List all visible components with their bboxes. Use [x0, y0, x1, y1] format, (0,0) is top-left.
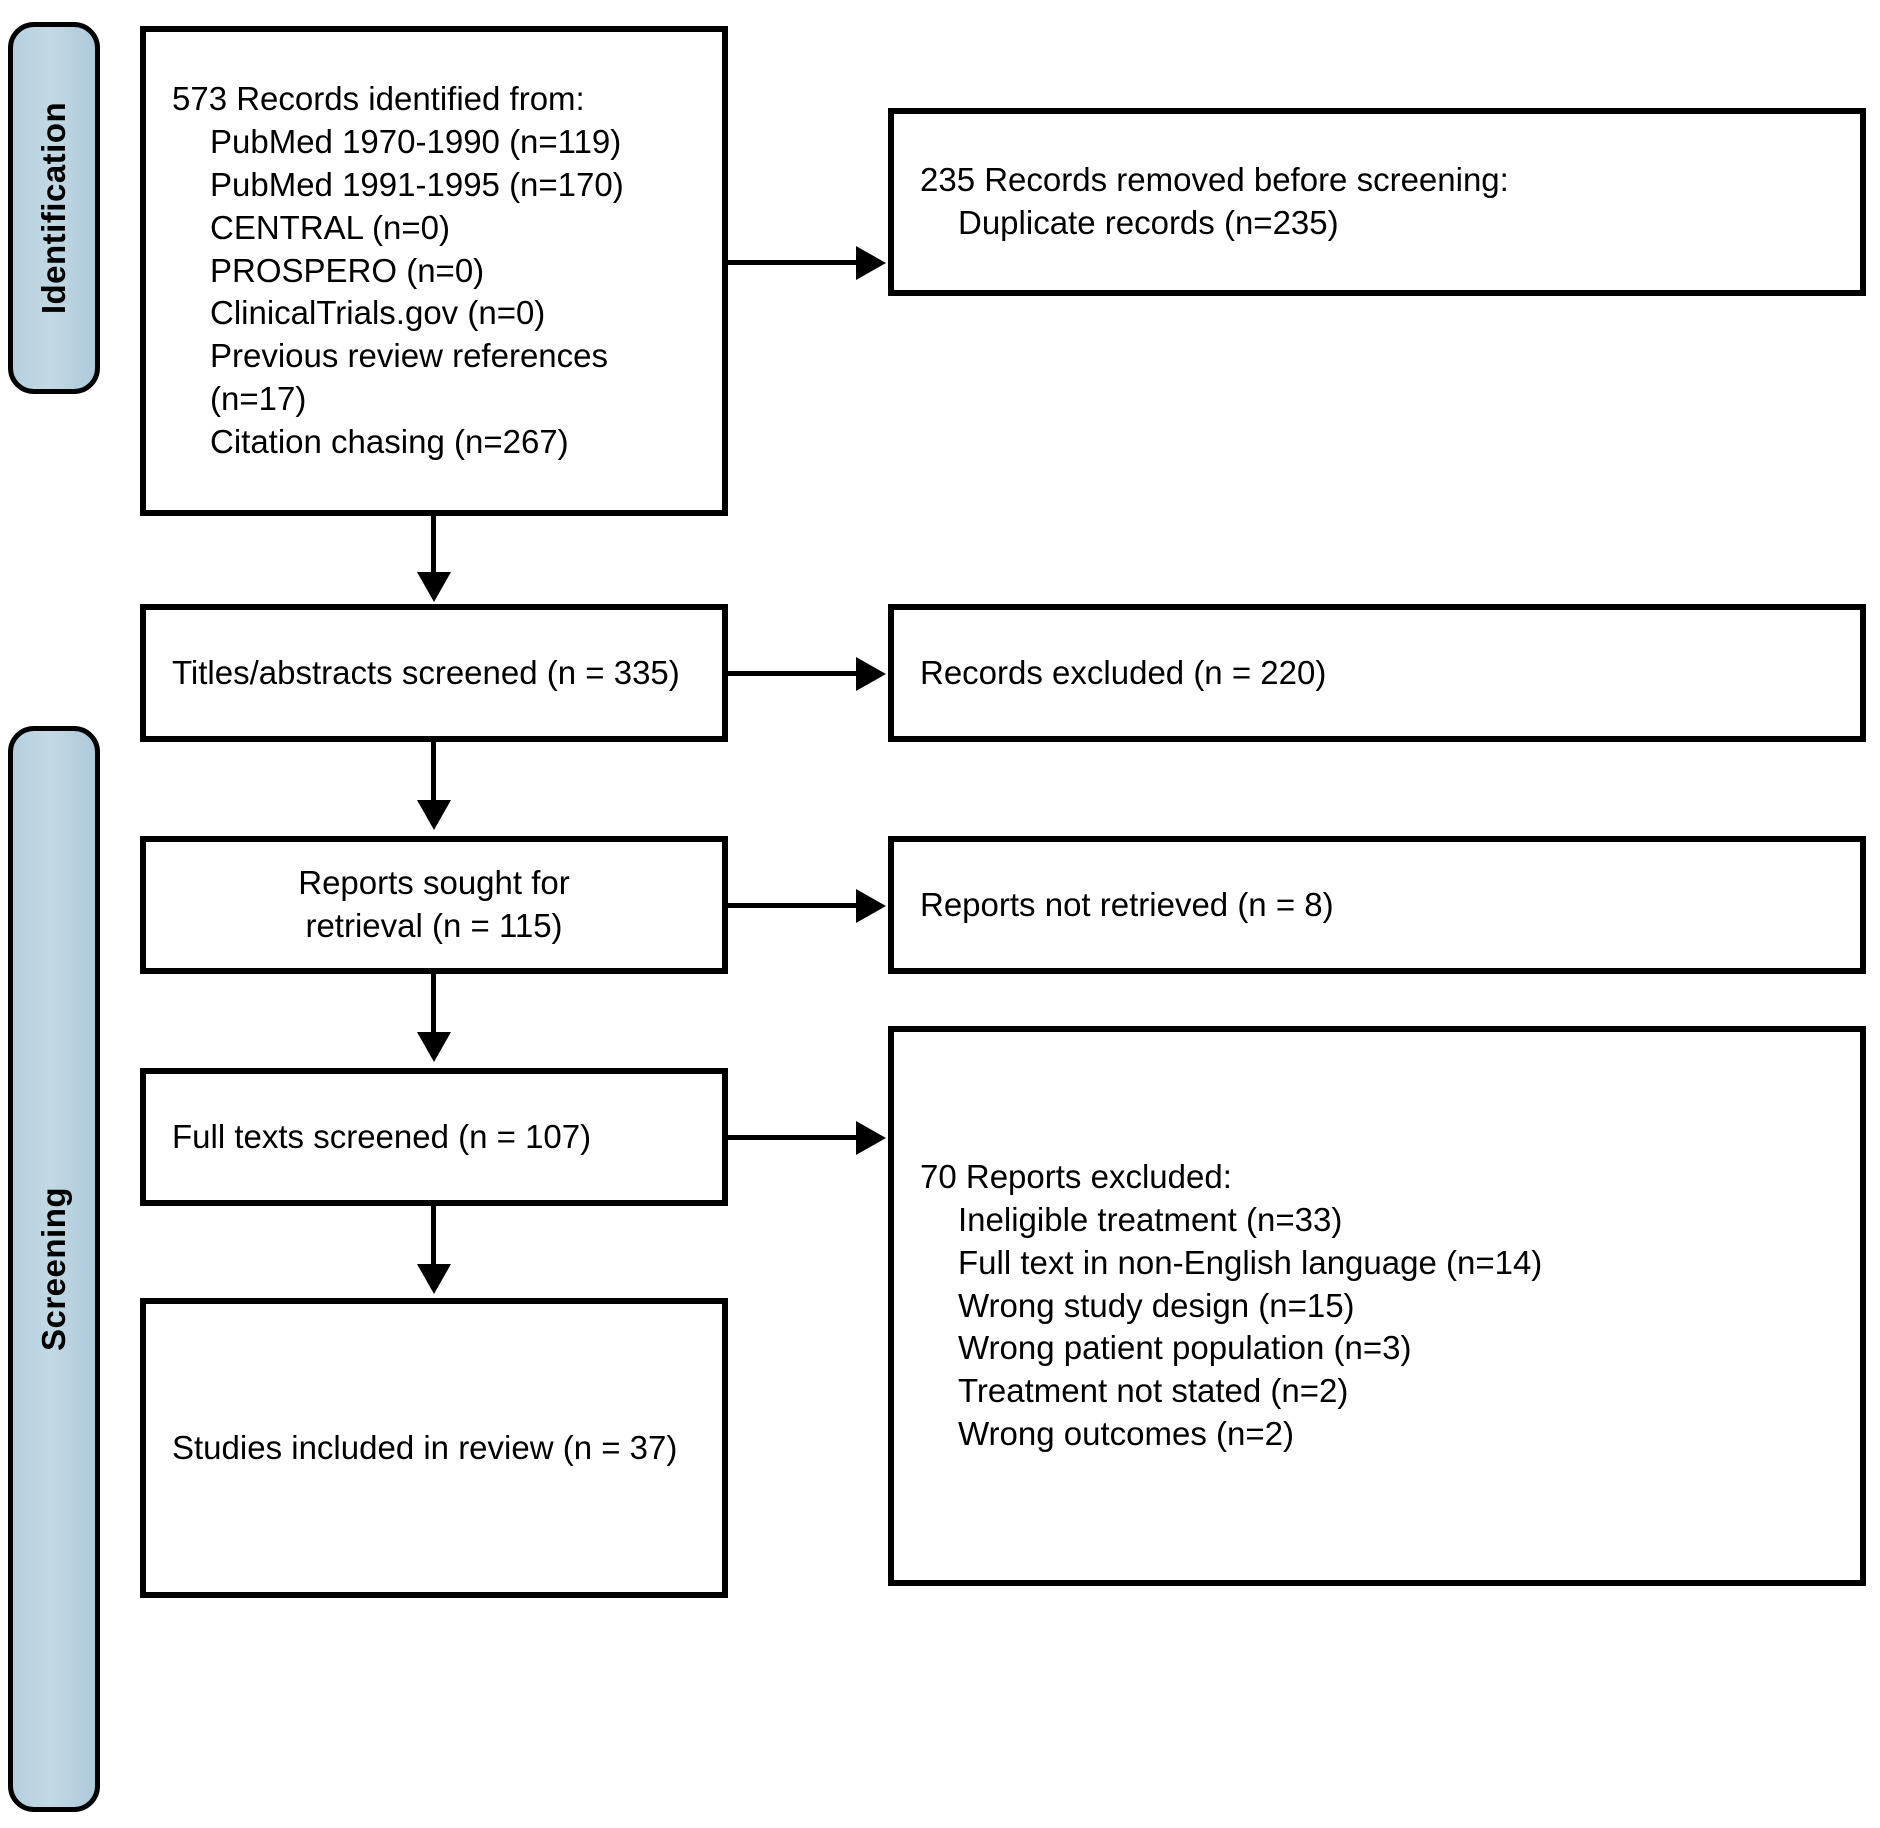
- arrow-head-identified-to-titles: [417, 572, 451, 602]
- reports-excluded-reason-non-english: Full text in non-English language (n=14): [958, 1243, 1543, 1281]
- connector-titles-to-reports-sought-line: [431, 742, 436, 802]
- titles-abstracts-screened-label: Titles/abstracts screened (n = 335): [172, 653, 680, 691]
- connector-full-texts-to-studies-included-line: [431, 1206, 436, 1266]
- records-identified-source-previous-review: Previous review references (n=17): [210, 337, 608, 418]
- records-identified-source-citation-chasing: Citation chasing (n=267): [210, 423, 569, 461]
- arrow-head-reports-sought-to-full-texts: [417, 1032, 451, 1062]
- box-studies-included-in-review: Studies included in review (n = 37): [140, 1298, 728, 1598]
- arrow-head-reports-sought-to-not-retrieved: [856, 889, 886, 923]
- arrow-head-full-texts-to-reports-excluded: [856, 1121, 886, 1155]
- box-titles-abstracts-screened-text: Titles/abstracts screened (n = 335): [172, 652, 696, 695]
- box-reports-not-retrieved: Reports not retrieved (n = 8): [888, 836, 1866, 974]
- box-records-removed-text: 235 Records removed before screening: Du…: [920, 159, 1834, 245]
- reports-excluded-lead: 70 Reports excluded:: [920, 1157, 1232, 1195]
- records-identified-lead: 573 Records identified from:: [172, 79, 585, 117]
- connector-titles-to-records-excluded-line: [726, 671, 856, 676]
- reports-excluded-reason-ineligible-treatment: Ineligible treatment (n=33): [958, 1200, 1343, 1238]
- reports-sought-line-2: retrieval (n = 115): [305, 907, 563, 944]
- box-full-texts-screened-text: Full texts screened (n = 107): [172, 1116, 696, 1159]
- stage-bar-screening: Screening: [8, 726, 100, 1812]
- box-records-excluded: Records excluded (n = 220): [888, 604, 1866, 742]
- records-identified-source-central: CENTRAL (n=0): [210, 208, 450, 246]
- box-studies-included-text: Studies included in review (n = 37): [172, 1427, 696, 1470]
- reports-excluded-reason-wrong-study-design: Wrong study design (n=15): [958, 1286, 1355, 1324]
- connector-reports-sought-to-full-texts-line: [431, 974, 436, 1034]
- box-records-removed: 235 Records removed before screening: Du…: [888, 108, 1866, 296]
- reports-sought-line-1: Reports sought for: [298, 864, 570, 902]
- box-reports-not-retrieved-text: Reports not retrieved (n = 8): [920, 884, 1834, 927]
- records-identified-source-pubmed-1991: PubMed 1991-1995 (n=170): [210, 165, 624, 203]
- stage-bar-identification: Identification: [8, 22, 100, 394]
- box-reports-sought-text: Reports sought for retrieval (n = 115): [172, 862, 696, 948]
- arrow-head-titles-to-records-excluded: [856, 657, 886, 691]
- stage-label-screening: Screening: [35, 1186, 72, 1352]
- box-titles-abstracts-screened: Titles/abstracts screened (n = 335): [140, 604, 728, 742]
- connector-identified-to-removed-line: [726, 260, 856, 265]
- reports-not-retrieved-label: Reports not retrieved (n = 8): [920, 885, 1334, 923]
- records-identified-source-pubmed-1970: PubMed 1970-1990 (n=119): [210, 122, 622, 160]
- arrow-head-identified-to-removed: [856, 246, 886, 280]
- records-removed-lead: 235 Records removed before screening:: [920, 161, 1509, 199]
- reports-excluded-reason-treatment-not-stated: Treatment not stated (n=2): [958, 1372, 1349, 1410]
- full-texts-screened-label: Full texts screened (n = 107): [172, 1117, 592, 1155]
- box-full-texts-screened: Full texts screened (n = 107): [140, 1068, 728, 1206]
- records-excluded-label: Records excluded (n = 220): [920, 653, 1327, 691]
- records-removed-duplicate: Duplicate records (n=235): [958, 204, 1339, 241]
- records-identified-source-clinicaltrials: ClinicalTrials.gov (n=0): [210, 294, 546, 332]
- connector-identified-to-titles-line: [431, 516, 436, 574]
- connector-reports-sought-to-not-retrieved-line: [726, 903, 856, 908]
- records-identified-source-prospero: PROSPERO (n=0): [210, 251, 485, 289]
- arrow-head-titles-to-reports-sought: [417, 800, 451, 830]
- box-reports-excluded: 70 Reports excluded: Ineligible treatmen…: [888, 1026, 1866, 1586]
- box-records-identified-text: 573 Records identified from: PubMed 1970…: [172, 78, 696, 464]
- stage-label-identification: Identification: [35, 101, 72, 315]
- box-records-identified: 573 Records identified from: PubMed 1970…: [140, 26, 728, 516]
- arrow-head-full-texts-to-studies-included: [417, 1264, 451, 1294]
- connector-full-texts-to-reports-excluded-line: [726, 1135, 856, 1140]
- box-reports-sought-for-retrieval: Reports sought for retrieval (n = 115): [140, 836, 728, 974]
- reports-excluded-reason-wrong-outcomes: Wrong outcomes (n=2): [958, 1415, 1294, 1453]
- reports-excluded-reason-wrong-patient-population: Wrong patient population (n=3): [958, 1329, 1412, 1367]
- box-reports-excluded-text: 70 Reports excluded: Ineligible treatmen…: [920, 1156, 1834, 1456]
- studies-included-label: Studies included in review (n = 37): [172, 1428, 678, 1466]
- box-records-excluded-text: Records excluded (n = 220): [920, 652, 1834, 695]
